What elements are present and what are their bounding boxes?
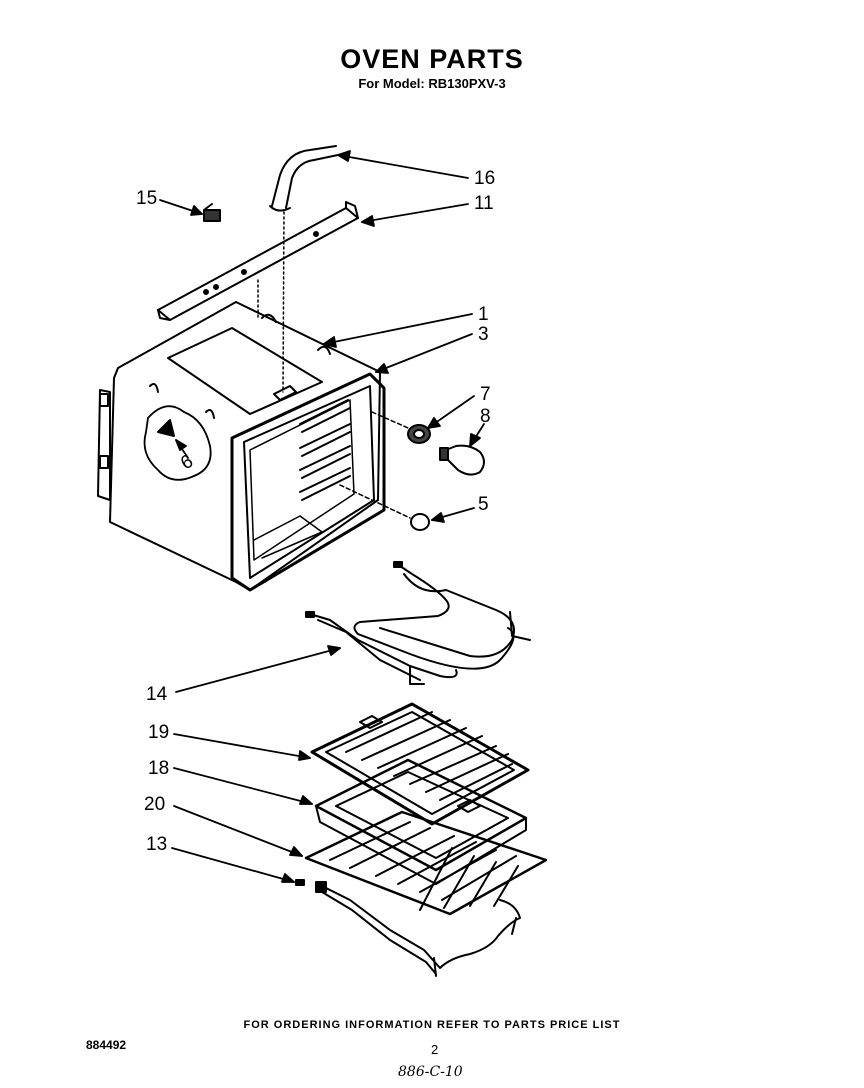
callout-8: 8 (480, 406, 491, 427)
part-14-bake-element (305, 561, 531, 685)
page-title: OVEN PARTS (340, 44, 524, 74)
leader-19 (173, 733, 311, 759)
callout-15: 15 (136, 188, 158, 209)
leader-1 (323, 313, 473, 345)
callout-20: 20 (144, 794, 166, 815)
callout-13: 13 (146, 834, 168, 855)
handwritten-code: 886-C-10 (398, 1064, 463, 1080)
ordering-note: FOR ORDERING INFORMATION REFER TO PARTS … (243, 1019, 621, 1031)
callout-16: 16 (474, 168, 496, 189)
page-number: 2 (431, 1042, 439, 1057)
part-20-oven-rack (304, 810, 548, 916)
callout-14: 14 (146, 684, 168, 705)
callout-11: 11 (474, 193, 494, 214)
callout-3: 3 (478, 324, 489, 345)
callout-7: 7 (480, 384, 491, 405)
part-11-bracket (157, 201, 359, 321)
oven-cavity (97, 301, 386, 592)
leader-11 (361, 203, 469, 223)
part-16-sensor-tube (269, 145, 339, 393)
leader-14 (175, 647, 341, 693)
leader-13 (171, 847, 295, 883)
leader-3 (375, 333, 473, 373)
callout-1: 1 (478, 304, 489, 325)
model-subtitle: For Model: RB130PXV-3 (358, 76, 506, 91)
leader-16 (337, 154, 469, 179)
part-8-lamp-bulb (439, 444, 485, 476)
part-15-clip (203, 203, 221, 222)
leader-lines (159, 150, 485, 883)
part-7-lamp-socket (371, 411, 431, 444)
leader-20 (173, 805, 303, 857)
callout-5: 5 (478, 494, 489, 515)
callout-19: 19 (148, 722, 170, 743)
part-13-bottom-panel (295, 879, 521, 977)
part-5-lens (339, 484, 430, 531)
oven-parts-diagram (97, 145, 548, 977)
part-19-broil-grid (310, 702, 530, 826)
document-number: 884492 (86, 1038, 127, 1052)
callout-18: 18 (148, 758, 170, 779)
leader-18 (173, 767, 313, 805)
